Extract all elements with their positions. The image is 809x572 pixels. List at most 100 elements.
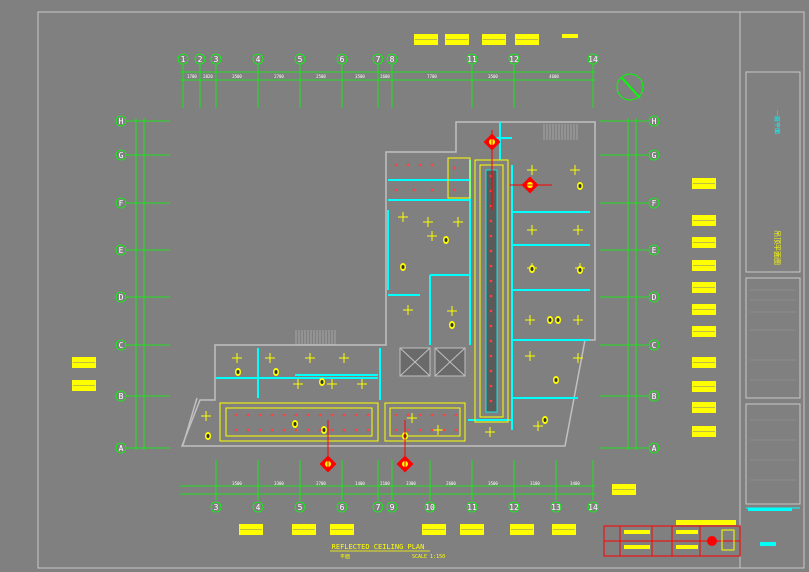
dim-bottom: 3400 bbox=[570, 481, 580, 486]
spot-dot bbox=[452, 188, 456, 192]
axis-row-label-right: C bbox=[652, 341, 657, 350]
spot-dot bbox=[406, 163, 410, 167]
spot-dot bbox=[330, 413, 334, 417]
stairs bbox=[295, 124, 578, 345]
spot-dot bbox=[270, 413, 274, 417]
axis-col-label: 5 bbox=[298, 55, 303, 64]
spot-dot bbox=[489, 384, 493, 388]
partition-walls bbox=[215, 122, 590, 430]
spot-dot bbox=[294, 413, 298, 417]
axis-row-label-right: D bbox=[652, 293, 657, 302]
axis-col-label: 4 bbox=[256, 55, 261, 64]
stamp-block bbox=[603, 520, 741, 557]
dim-top: 4600 bbox=[549, 74, 559, 79]
dim-top: 2020 bbox=[203, 74, 213, 79]
axis-col-label: 12 bbox=[509, 55, 519, 64]
spot-dot bbox=[246, 413, 250, 417]
axis-col-label: 2 bbox=[198, 55, 203, 64]
dim-top: 3500 bbox=[232, 74, 242, 79]
spot-dot bbox=[342, 413, 346, 417]
dim-top: 1700 bbox=[187, 74, 197, 79]
spot-dot bbox=[306, 413, 310, 417]
spot-dot bbox=[454, 413, 458, 417]
spot-dot bbox=[418, 413, 422, 417]
dim-bottom: 3100 bbox=[530, 481, 540, 486]
spot-dot bbox=[318, 413, 322, 417]
axis-row-label-right: G bbox=[652, 151, 657, 160]
axis-row-label-right: E bbox=[652, 246, 657, 255]
axis-grid bbox=[126, 64, 648, 500]
axis-col-label-bottom: 5 bbox=[298, 503, 303, 512]
dim-bottom: 2700 bbox=[316, 481, 326, 486]
svg-text:吊顶平面图: 吊顶平面图 bbox=[773, 230, 781, 265]
axis-col-label-bottom: 14 bbox=[588, 503, 598, 512]
axis-row-label: B bbox=[119, 392, 124, 401]
title-main: REFLECTED CEILING PLAN bbox=[332, 543, 425, 551]
dim-bottom: 1400 bbox=[355, 481, 365, 486]
spot-dot bbox=[452, 166, 456, 170]
spot-dot bbox=[489, 264, 493, 268]
spot-dot bbox=[394, 413, 398, 417]
dim-bottom: 2100 bbox=[380, 481, 390, 486]
dim-bottom: 2600 bbox=[446, 481, 456, 486]
ceiling-panels bbox=[219, 157, 509, 442]
axis-col-label: 11 bbox=[467, 55, 477, 64]
axis-col-label: 8 bbox=[390, 55, 395, 64]
axis-row-label: G bbox=[119, 151, 124, 160]
axis-row-label: E bbox=[119, 246, 124, 255]
axis-row-label-right: F bbox=[652, 199, 657, 208]
spot-dot bbox=[306, 428, 310, 432]
axis-col-label: 14 bbox=[588, 55, 598, 64]
axis-row-label-right: B bbox=[652, 392, 657, 401]
axis-col-label: 3 bbox=[214, 55, 219, 64]
spot-dot bbox=[489, 234, 493, 238]
spot-dot bbox=[270, 428, 274, 432]
spot-dot bbox=[430, 413, 434, 417]
dim-top: 2600 bbox=[380, 74, 390, 79]
spot-dot bbox=[430, 188, 434, 192]
dim-top: 3500 bbox=[355, 74, 365, 79]
spot-dot bbox=[489, 219, 493, 223]
callout-tags bbox=[72, 34, 716, 535]
sheet-border bbox=[37, 11, 805, 569]
axis-col-label-bottom: 10 bbox=[425, 503, 435, 512]
title-note: 平面 bbox=[340, 554, 350, 560]
axis-row-label: F bbox=[119, 199, 124, 208]
lift-shafts bbox=[399, 347, 466, 377]
spot-dot bbox=[489, 249, 493, 253]
axis-row-label: D bbox=[119, 293, 124, 302]
axis-col-label-bottom: 3 bbox=[214, 503, 219, 512]
spot-dot bbox=[318, 428, 322, 432]
spot-dot bbox=[258, 428, 262, 432]
axis-col-label-bottom: 12 bbox=[509, 503, 519, 512]
title-block-right: 一层平面 吊顶平面图 bbox=[739, 11, 805, 569]
spot-dot bbox=[282, 428, 286, 432]
spot-dot bbox=[282, 413, 286, 417]
axis-row-label-right: A bbox=[652, 444, 657, 453]
spot-dot bbox=[342, 428, 346, 432]
axis-col-label-bottom: 4 bbox=[256, 503, 261, 512]
spot-dot bbox=[489, 369, 493, 373]
spot-dot bbox=[354, 413, 358, 417]
spot-dot bbox=[489, 309, 493, 313]
spot-dot bbox=[418, 428, 422, 432]
dim-top: 2500 bbox=[316, 74, 326, 79]
spot-dot bbox=[394, 163, 398, 167]
dim-top: 7700 bbox=[427, 74, 437, 79]
axis-col-label-bottom: 13 bbox=[551, 503, 561, 512]
building-outline bbox=[180, 121, 596, 447]
spot-dot bbox=[234, 413, 238, 417]
spot-dot bbox=[489, 399, 493, 403]
axis-row-label: C bbox=[119, 341, 124, 350]
dim-bottom: 3500 bbox=[232, 481, 242, 486]
spot-dot bbox=[258, 413, 262, 417]
spot-dot bbox=[412, 188, 416, 192]
axis-row-label: H bbox=[119, 117, 124, 126]
spot-dot bbox=[454, 428, 458, 432]
spot-dot bbox=[442, 413, 446, 417]
spot-dot bbox=[489, 324, 493, 328]
svg-text:一层平面: 一层平面 bbox=[773, 110, 780, 134]
axis-row-label-right: H bbox=[652, 117, 657, 126]
